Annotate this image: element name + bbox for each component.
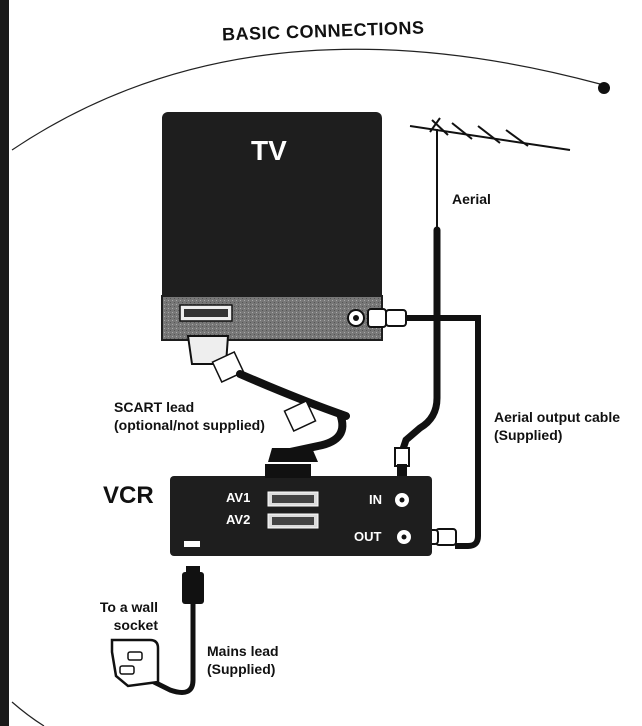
scart-lead-note: (optional/not supplied) bbox=[114, 417, 265, 433]
mains-lead bbox=[110, 566, 204, 695]
vcr-power-socket bbox=[184, 541, 200, 547]
aerial-output-cable bbox=[367, 308, 481, 549]
vcr-in-label: IN bbox=[369, 492, 382, 507]
vcr-av2-label: AV2 bbox=[226, 512, 251, 527]
vcr-out-label: OUT bbox=[354, 529, 382, 544]
vcr-av1-label: AV1 bbox=[226, 490, 251, 505]
mains-lead-label: Mains lead bbox=[207, 643, 279, 659]
mains-lead-note: (Supplied) bbox=[207, 661, 276, 677]
vcr-label: VCR bbox=[103, 482, 154, 509]
scart-lead-label: SCART lead bbox=[114, 399, 195, 415]
page-arc bbox=[11, 48, 601, 151]
aerial-label: Aerial bbox=[452, 191, 491, 207]
wall-plug bbox=[110, 638, 160, 688]
tv-label: TV bbox=[251, 135, 287, 166]
vcr-unit bbox=[170, 464, 432, 556]
aerial-cable bbox=[398, 226, 441, 456]
scart-lead bbox=[186, 335, 350, 462]
page-arc-bottom bbox=[11, 701, 45, 726]
wall-socket-label: To a wall bbox=[99, 599, 158, 615]
tv-unit bbox=[161, 112, 383, 341]
arc-end-dot bbox=[598, 82, 610, 94]
aerial-output-label: Aerial output cable bbox=[494, 409, 621, 425]
aerial-output-note: (Supplied) bbox=[494, 427, 563, 443]
aerial-antenna bbox=[409, 117, 571, 236]
wall-socket-note: socket bbox=[113, 617, 158, 633]
left-edge-bar bbox=[0, 0, 9, 726]
